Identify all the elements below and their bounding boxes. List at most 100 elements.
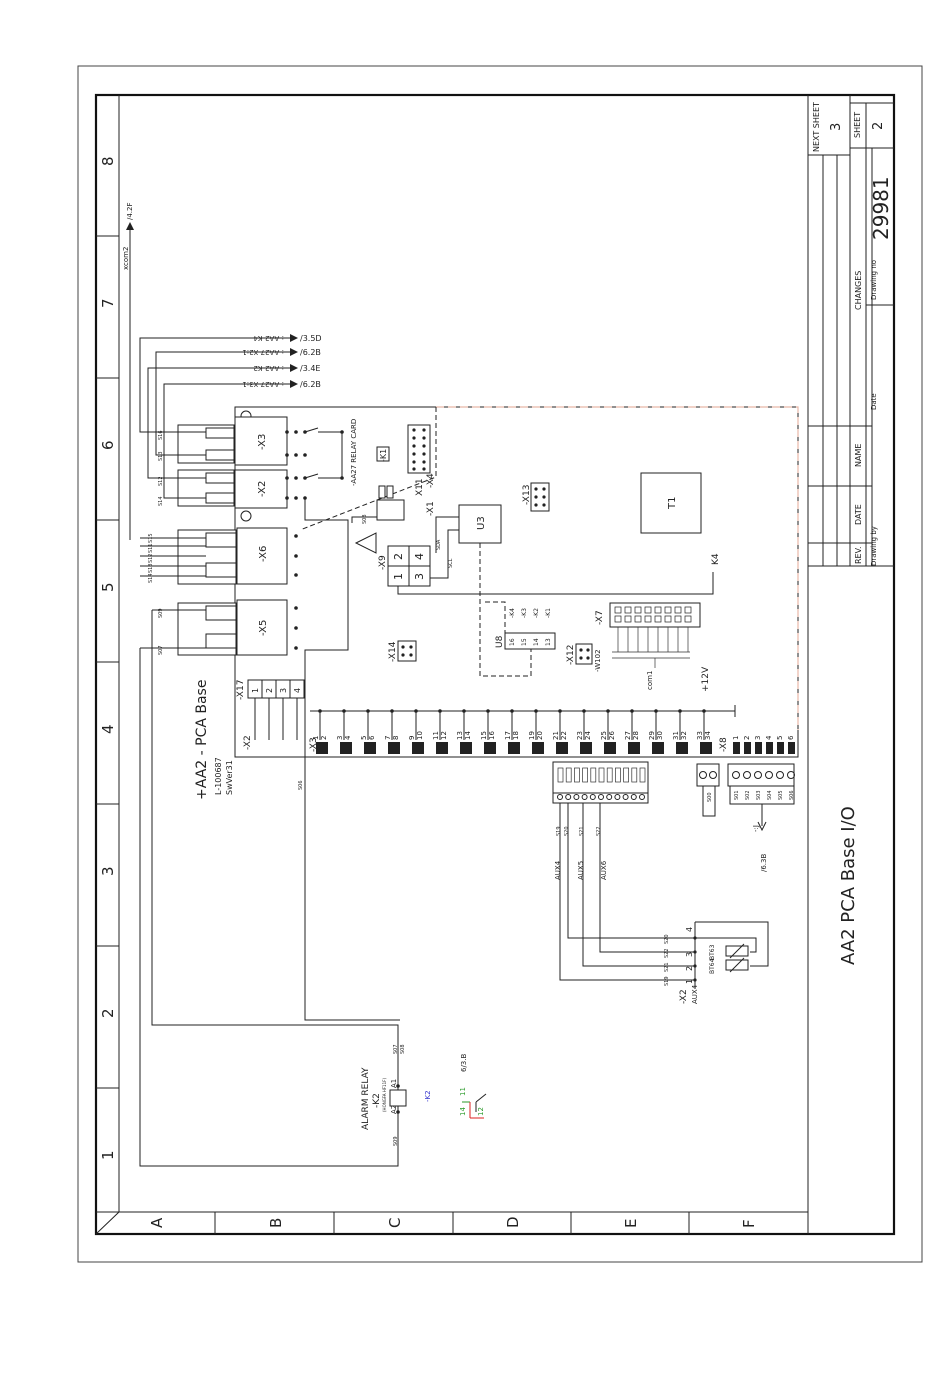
x3-terminal [538, 742, 544, 754]
output-ref-k2: /3.4E [300, 364, 320, 373]
chip-u8 [504, 632, 556, 650]
sensor-wire-s22: S22 [664, 948, 670, 958]
x3-terminal [700, 742, 708, 754]
col-6-label: 6 [99, 440, 117, 450]
drawing-title: AA2 PCA Base I/O [838, 806, 859, 965]
cable-pin-hole [598, 794, 604, 800]
x3-pin-number: 7 [384, 736, 392, 740]
sheet-label: SHEET [853, 112, 862, 138]
x3-terminal [580, 742, 588, 754]
x7-label: -X7 [595, 610, 605, 625]
bt63-label: BT63 [709, 944, 716, 960]
sheet-value: 2 [871, 122, 886, 130]
svg-text:-K1: -K1 [545, 608, 552, 618]
sensor-bt63-slash [729, 943, 745, 959]
x5-relay-wire [351, 516, 377, 523]
pca-base-board [234, 406, 799, 758]
x2-board-label: -X2 [243, 735, 253, 750]
x3-pin-number: 12 [440, 731, 448, 740]
row-letters: A B C D E F [148, 1216, 758, 1228]
x2-wire-tag: S12 [158, 476, 164, 486]
i2c-lines [428, 516, 459, 579]
x3-pin-number: 18 [512, 731, 520, 740]
x3-terminal [412, 742, 420, 754]
alarm-relay-model: (HONGFA HF11F) [382, 1078, 387, 1112]
xcom2-label: xcom2 [122, 247, 130, 270]
changes-label: CHANGES [854, 271, 863, 310]
x6-label: -X6 [258, 546, 269, 562]
col-1-label: 1 [99, 1150, 117, 1160]
x3-pin-number: 33 [696, 731, 704, 740]
connector-x7 [609, 602, 701, 628]
chip-u3 [458, 504, 502, 544]
x3-terminal [460, 742, 468, 754]
sensor-wire-s20: S20 [664, 934, 670, 944]
x3-pin-number: 21 [552, 731, 560, 740]
sensor-connector-label: -X2 [679, 989, 689, 1004]
cable-pin-hole [622, 794, 629, 800]
x3-pin-number: 24 [584, 731, 592, 740]
u3-label: U3 [476, 516, 487, 530]
col-8-label: 8 [99, 156, 117, 166]
sensor-wire-s21: S21 [664, 962, 670, 972]
warning-triangle [354, 532, 377, 554]
alarm-wire-s09 [139, 648, 399, 1167]
x3-terminal [682, 742, 688, 754]
x3-pin-number: 16 [488, 731, 496, 740]
x3-terminal [388, 742, 396, 754]
connector-x5 [236, 599, 288, 656]
sensor-pin: 4 [685, 927, 694, 932]
x8-wire-label: S02 [745, 790, 751, 800]
x2-plug [172, 469, 235, 507]
x3-pin-number: 4 [344, 735, 352, 740]
connector-x17: 1 2 3 4 [247, 679, 305, 740]
contact-pin-14: 14 [459, 1107, 467, 1116]
drawing-no-label: Drawing no [870, 260, 878, 300]
x3-terminal [586, 742, 592, 754]
column-numbers: 1 2 3 4 5 6 7 8 [99, 156, 117, 1160]
output-ref-k4: /3.5D [300, 334, 322, 343]
x3-terminal [436, 742, 444, 754]
alarm-relay-a2: A2 [390, 1105, 398, 1114]
cable-pin-hole [639, 794, 645, 800]
drawn-by-label: Drawing by [870, 526, 878, 566]
x17-pin: 1 [251, 688, 260, 693]
cable-pin [623, 767, 629, 783]
sensor-loop [695, 921, 769, 967]
svg-text:-K2: -K2 [533, 608, 540, 618]
alarm-wire-s07 [151, 610, 399, 1082]
relay-contacts [304, 427, 344, 480]
x17-pin: 4 [293, 688, 302, 693]
x8-terminal [766, 742, 773, 754]
x3-terminal [490, 742, 496, 754]
x3-pin-number: 32 [680, 731, 688, 740]
sensor-connector [693, 922, 697, 988]
x3-terminal [562, 742, 568, 754]
x9-pin: 3 [413, 573, 426, 580]
next-sheet-label: NEXT SHEET [812, 102, 821, 152]
cable-pin-hole [630, 794, 637, 800]
x3-plug [172, 424, 235, 464]
x3-pin-number: 19 [528, 731, 536, 740]
output-label-x31: :-AA27-X3:1 [242, 380, 284, 388]
relay-k1 [376, 446, 390, 462]
board-name: +AA2 - PCA Base [194, 680, 210, 800]
u8-dashed-link [479, 543, 532, 677]
x3-terminal [652, 742, 660, 754]
x3-junction [366, 709, 370, 713]
x6-wire-tag: S15 [148, 533, 154, 543]
alarm-relay-title: ALARM RELAY [361, 1067, 371, 1130]
x3-terminal [394, 742, 400, 754]
x3-terminal [514, 742, 520, 754]
title-block: NEXT SHEET 3 SHEET 2 CHANGES Drawing no … [808, 95, 894, 965]
x3-pin-number: 13 [456, 731, 464, 740]
x13-label: -X13 [522, 485, 532, 505]
x6-wire-tag: S14 [148, 573, 154, 583]
x8-pin-number: 6 [787, 735, 795, 740]
x14-label: -X14 [388, 641, 398, 662]
x3-wire-tag: S13 [158, 451, 164, 461]
output-ref-x21: /6.2B [300, 348, 321, 357]
x3-junction [606, 709, 610, 713]
x8-wire-label: S06 [789, 790, 795, 800]
